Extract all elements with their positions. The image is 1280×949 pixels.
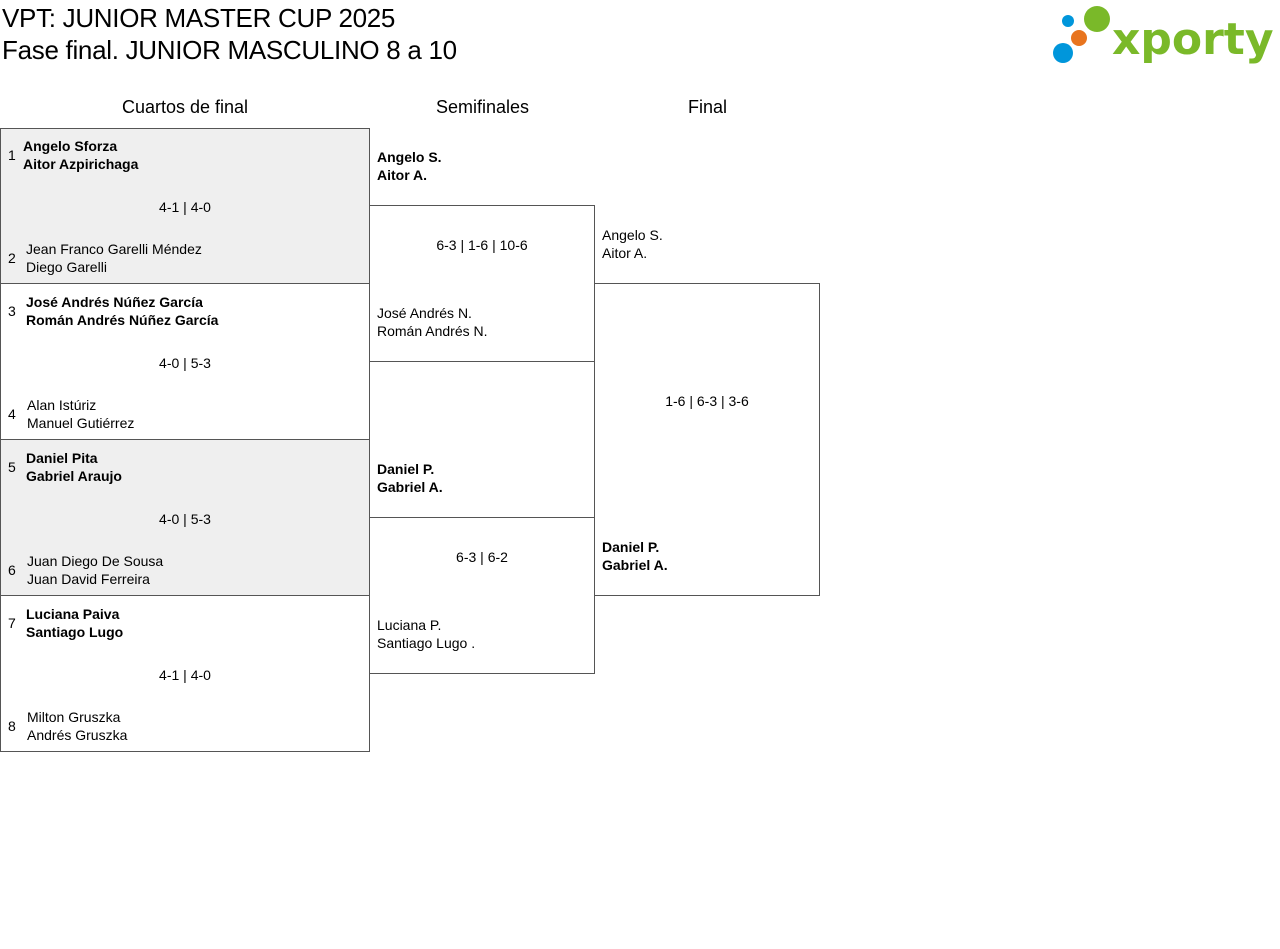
logo-dot-blue-top bbox=[1062, 15, 1074, 27]
seed-number: 1 bbox=[8, 147, 16, 163]
logo-dot-green bbox=[1084, 6, 1110, 32]
team-top[interactable]: Daniel Pita Gabriel Araujo bbox=[26, 449, 122, 485]
final-match: 1-6 | 6-3 | 3-6 Daniel P. Gabriel A. bbox=[594, 283, 820, 596]
semifinal-1-team-top[interactable]: Angelo S. Aitor A. bbox=[377, 148, 442, 184]
player-name: Román Andrés N. bbox=[377, 323, 488, 339]
player-name: Gabriel Araujo bbox=[26, 468, 122, 484]
player-name: Angelo Sforza bbox=[23, 138, 118, 154]
player-name: Aitor A. bbox=[602, 245, 648, 261]
player-name: Juan David Ferreira bbox=[27, 571, 150, 587]
team-top[interactable]: José Andrés Núñez García Román Andrés Nú… bbox=[26, 293, 218, 329]
semifinal-2-team-bottom[interactable]: Luciana P. Santiago Lugo . bbox=[377, 616, 475, 652]
player-name: José Andrés Núñez García bbox=[26, 294, 203, 310]
player-name: Santiago Lugo . bbox=[377, 635, 476, 651]
player-name: Gabriel A. bbox=[602, 557, 668, 573]
seed-number: 6 bbox=[8, 562, 16, 578]
semifinal-match-2: 6-3 | 6-2 Luciana P. Santiago Lugo . bbox=[369, 517, 595, 674]
final-team-top[interactable]: Angelo S. Aitor A. bbox=[602, 226, 663, 262]
semifinal-1-team-bottom[interactable]: José Andrés N. Román Andrés N. bbox=[377, 304, 488, 340]
player-name: Santiago Lugo bbox=[26, 624, 124, 640]
player-name: Daniel Pita bbox=[26, 450, 98, 466]
quarterfinal-match-2: 3 José Andrés Núñez García Román Andrés … bbox=[0, 283, 370, 440]
match-score: 4-1 | 4-0 bbox=[159, 667, 211, 683]
player-name: Aitor A. bbox=[377, 167, 428, 183]
match-score: 4-0 | 5-3 bbox=[159, 511, 211, 527]
team-bottom[interactable]: Milton Gruszka Andrés Gruszka bbox=[27, 708, 127, 744]
player-name: José Andrés N. bbox=[377, 305, 472, 321]
match-score: 6-3 | 6-2 bbox=[456, 549, 508, 565]
logo-dot-orange bbox=[1071, 30, 1087, 46]
seed-number: 8 bbox=[8, 718, 16, 734]
player-name: Gabriel A. bbox=[377, 479, 443, 495]
player-name: Angelo S. bbox=[602, 227, 663, 243]
logo-dot-blue-bottom bbox=[1053, 43, 1073, 63]
seed-number: 2 bbox=[8, 250, 16, 266]
xporty-logo: xporty bbox=[1053, 6, 1274, 65]
seed-number: 7 bbox=[8, 615, 16, 631]
player-name: Jean Franco Garelli Méndez bbox=[26, 241, 202, 257]
logo-text: xporty bbox=[1112, 14, 1274, 65]
match-score: 4-1 | 4-0 bbox=[159, 199, 211, 215]
player-name: Luciana P. bbox=[377, 617, 442, 633]
page-subtitle: Fase final. JUNIOR MASCULINO 8 a 10 bbox=[2, 35, 457, 65]
quarterfinal-match-4: 7 Luciana Paiva Santiago Lugo 4-1 | 4-0 … bbox=[0, 595, 370, 752]
player-name: Diego Garelli bbox=[26, 259, 107, 275]
semifinal-match-1: 6-3 | 1-6 | 10-6 José Andrés N. Román An… bbox=[369, 205, 595, 362]
round-header-final: Final bbox=[687, 97, 727, 117]
team-bottom[interactable]: Alan Istúriz Manuel Gutiérrez bbox=[27, 396, 134, 432]
seed-number: 3 bbox=[8, 303, 16, 319]
final-team-bottom[interactable]: Daniel P. Gabriel A. bbox=[602, 538, 668, 574]
quarterfinal-match-1: 1 Angelo Sforza Aitor Azpirichaga 4-1 | … bbox=[0, 128, 370, 284]
player-name: Andrés Gruszka bbox=[27, 727, 128, 743]
quarterfinal-match-3: 5 Daniel Pita Gabriel Araujo 4-0 | 5-3 6… bbox=[0, 439, 370, 596]
team-bottom[interactable]: Jean Franco Garelli Méndez Diego Garelli bbox=[26, 240, 202, 276]
player-name: Manuel Gutiérrez bbox=[27, 415, 135, 431]
round-header-semifinals: Semifinales bbox=[435, 97, 530, 117]
match-score: 6-3 | 1-6 | 10-6 bbox=[436, 237, 528, 253]
player-name: Juan Diego De Sousa bbox=[27, 553, 164, 569]
team-top[interactable]: Angelo Sforza Aitor Azpirichaga bbox=[23, 137, 138, 173]
team-top[interactable]: Luciana Paiva Santiago Lugo bbox=[26, 605, 123, 641]
team-bottom[interactable]: Juan Diego De Sousa Juan David Ferreira bbox=[27, 552, 163, 588]
match-score: 4-0 | 5-3 bbox=[159, 355, 211, 371]
page-title: VPT: JUNIOR MASTER CUP 2025 bbox=[2, 3, 396, 33]
player-name: Angelo S. bbox=[377, 149, 442, 165]
player-name: Luciana Paiva bbox=[26, 606, 120, 622]
player-name: Daniel P. bbox=[602, 539, 660, 555]
round-header-quarterfinals: Cuartos de final bbox=[121, 97, 249, 117]
player-name: Daniel P. bbox=[377, 461, 435, 477]
player-name: Alan Istúriz bbox=[27, 397, 97, 413]
seed-number: 5 bbox=[8, 459, 16, 475]
match-score: 1-6 | 6-3 | 3-6 bbox=[665, 393, 749, 409]
player-name: Aitor Azpirichaga bbox=[23, 156, 139, 172]
seed-number: 4 bbox=[8, 406, 16, 422]
player-name: Milton Gruszka bbox=[27, 709, 121, 725]
semifinal-2-team-top[interactable]: Daniel P. Gabriel A. bbox=[377, 460, 443, 496]
player-name: Román Andrés Núñez García bbox=[26, 312, 219, 328]
